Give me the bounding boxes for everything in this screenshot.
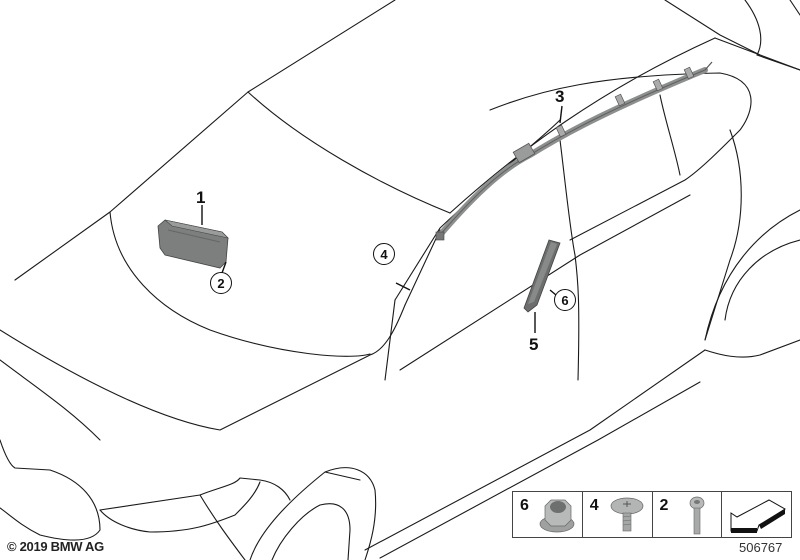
side-airbag-part	[523, 239, 561, 313]
callout-2[interactable]: 2	[210, 272, 232, 294]
drawing-id: 506767	[739, 540, 783, 555]
callout-3[interactable]: 3	[555, 87, 565, 106]
legend-cell-arrow[interactable]	[722, 492, 791, 537]
leader-line-4	[395, 282, 411, 291]
torx-screw-icon	[610, 497, 644, 532]
callout-1[interactable]: 1	[196, 188, 206, 207]
callout-5[interactable]: 5	[529, 335, 539, 354]
leader-line-3	[559, 105, 563, 124]
fastener-legend: 6 4 2	[512, 491, 792, 538]
leader-line-2	[221, 261, 227, 274]
legend-number: 4	[589, 497, 599, 514]
legend-number: 2	[659, 497, 669, 514]
legend-number: 6	[520, 497, 529, 514]
legend-cell-screw[interactable]: 4	[583, 492, 653, 537]
callout-4[interactable]: 4	[373, 243, 395, 265]
bolt-icon	[689, 496, 704, 535]
callout-6[interactable]: 6	[554, 289, 576, 311]
legend-cell-nut[interactable]: 6	[513, 492, 583, 537]
flange-nut-icon	[539, 499, 575, 533]
copyright-text: © 2019 BMW AG	[7, 539, 104, 554]
curtain-airbag-part	[435, 61, 713, 241]
passenger-airbag-part	[157, 219, 229, 269]
direction-arrow-icon	[730, 499, 787, 533]
legend-cell-bolt[interactable]: 2	[653, 492, 723, 537]
